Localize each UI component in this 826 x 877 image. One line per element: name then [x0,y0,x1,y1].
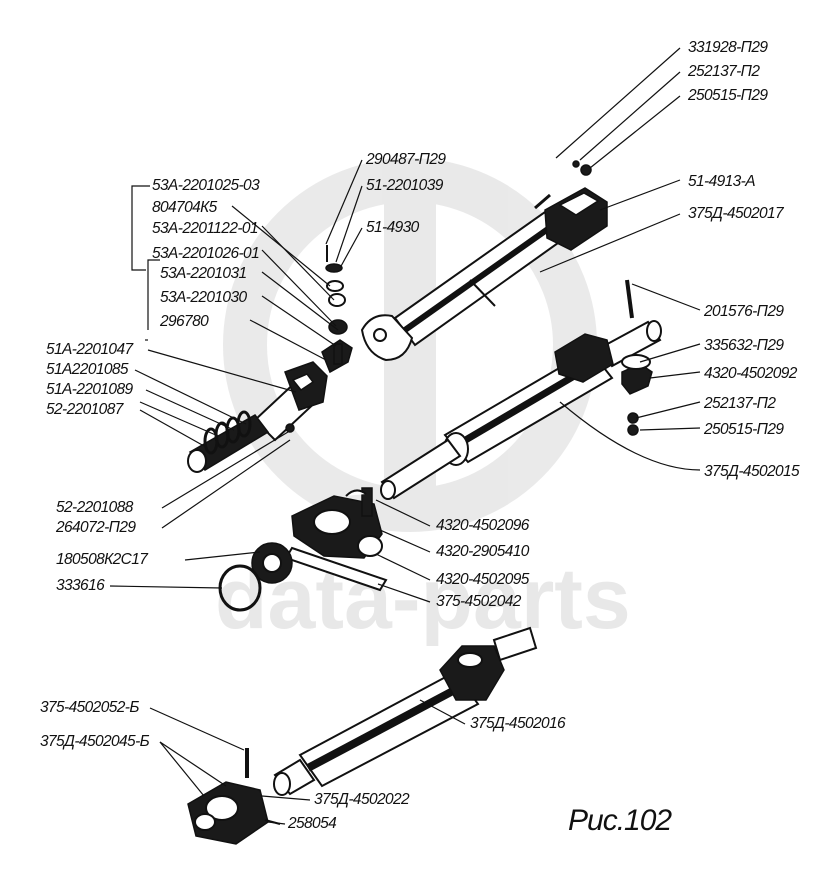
label-331928-P29: 331928-П29 [688,39,768,56]
label-375D-4502022: 375Д-4502022 [314,791,410,808]
flange-yoke-bottom [187,748,281,845]
label-51-4913-A: 51-4913-А [688,173,755,190]
part-labels: 331928-П29 252137-П2 250515-П29 290487-П… [40,39,801,832]
label-375-4502042: 375-4502042 [436,593,522,610]
shaft-375D-4502016 [273,626,538,796]
label-180508K2C17: 180508К2С17 [56,551,149,568]
label-51A-2201089: 51А-2201089 [46,381,133,398]
label-296780: 296780 [159,313,209,330]
label-258054: 258054 [287,815,337,832]
cross-kit-upper [321,245,353,374]
slip-yoke-51A-2201047 [187,361,328,473]
label-51A-2201047: 51А-2201047 [46,341,134,358]
label-51-4930: 51-4930 [366,219,420,236]
figure-caption: Рис.102 [568,804,672,837]
label-4320-4502092: 4320-4502092 [704,365,798,382]
label-264072-P29: 264072-П29 [55,519,136,536]
label-290487-P29: 290487-П29 [365,151,446,168]
label-333616: 333616 [56,577,105,594]
label-375-4502052-B: 375-4502052-Б [40,699,139,716]
label-375D-4502045-B: 375Д-4502045-Б [40,733,150,750]
shaft-375D-4502015 [380,279,662,500]
support-bearing-assembly [218,487,388,612]
label-51-2201039: 51-2201039 [366,177,444,194]
label-252137-P2-top: 252137-П2 [687,63,760,80]
label-52-2201088: 52-2201088 [56,499,134,516]
label-335632-P29: 335632-П29 [704,337,784,354]
shaft-375D-4502017 [360,160,608,362]
label-51A2201085: 51А2201085 [46,361,129,378]
leader-lines [109,47,701,825]
label-375D-4502017: 375Д-4502017 [688,205,785,222]
label-201576-P29: 201576-П29 [703,303,784,320]
label-4320-4502096: 4320-4502096 [436,517,530,534]
label-4320-2905410: 4320-2905410 [436,543,530,560]
label-53A-2201025-03: 53А-2201025-03 [152,177,260,194]
label-53A-2201122-01: 53А-2201122-01 [152,220,258,237]
label-53A-2201026-01: 53А-2201026-01 [152,245,259,262]
label-53A-2201031: 53А-2201031 [160,265,246,282]
label-252137-P2-mid: 252137-П2 [703,395,776,412]
label-250515-P29-mid: 250515-П29 [703,421,784,438]
label-804704K5: 804704К5 [152,199,218,216]
label-52-2201087: 52-2201087 [46,401,125,418]
label-250515-P29-top: 250515-П29 [687,87,768,104]
label-4320-4502095: 4320-4502095 [436,571,530,588]
label-375D-4502016: 375Д-4502016 [470,715,566,732]
label-53A-2201030: 53А-2201030 [160,289,247,306]
label-375D-4502015: 375Д-4502015 [704,463,800,480]
